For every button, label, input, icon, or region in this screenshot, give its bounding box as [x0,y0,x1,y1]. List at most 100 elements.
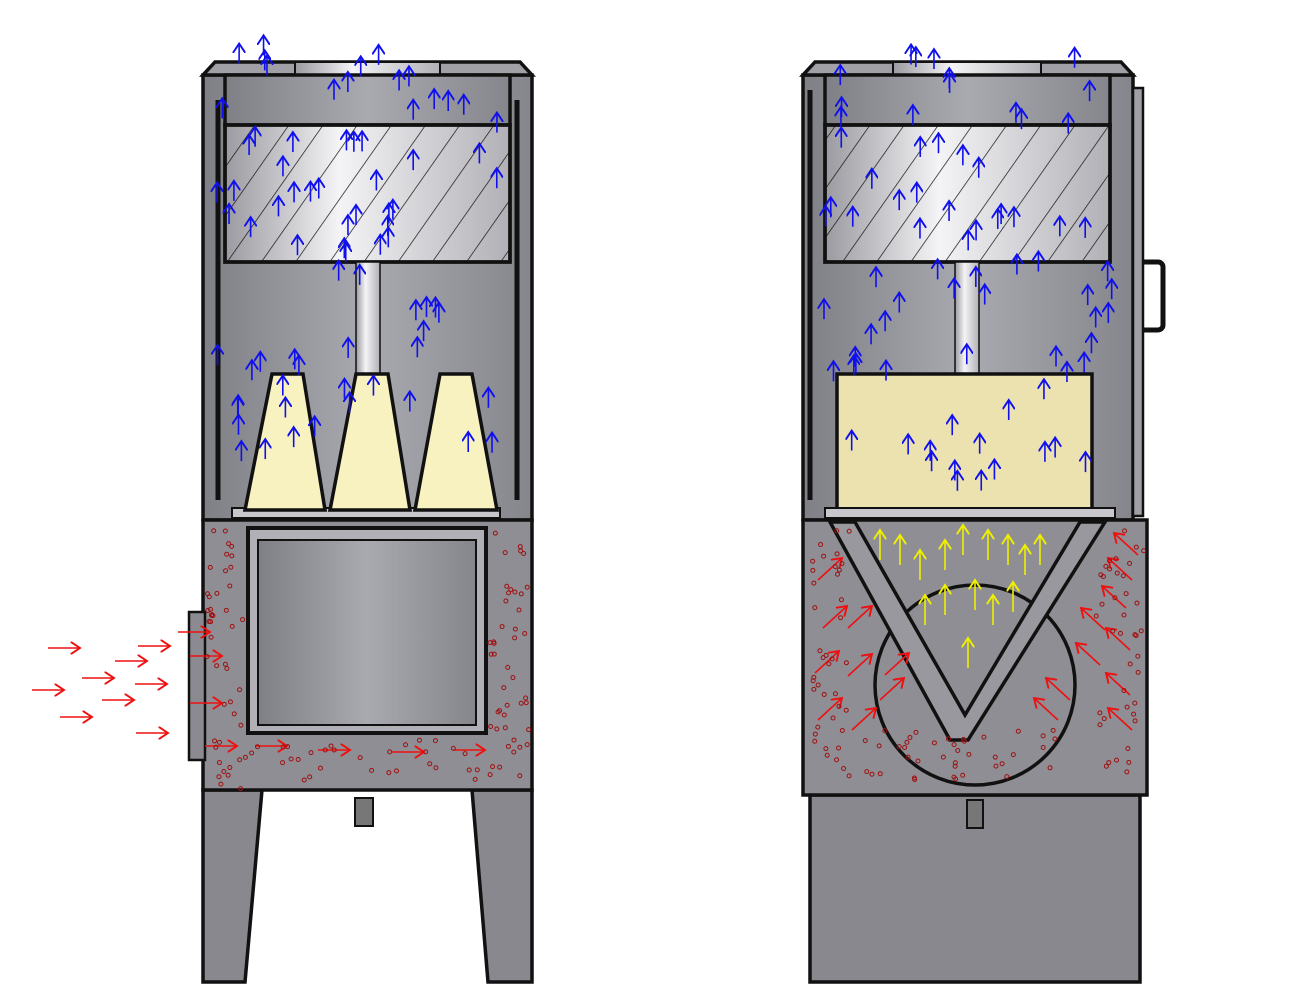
dust-particle [1124,769,1130,775]
dust-particle [1121,687,1127,693]
dust-particle [1107,558,1113,564]
dust-particle [1113,757,1119,763]
dust-particle [502,550,508,556]
dust-particle [508,587,514,593]
dust-particle [1107,566,1113,572]
dust-particle [999,761,1005,767]
dust-particle [427,761,433,767]
dust-particle [322,747,328,753]
dirty-air-arrow-icon [1108,708,1133,731]
dust-particle [1120,573,1126,579]
dust-particle [522,631,528,637]
dust-particle [905,754,911,760]
dust-particle [912,776,918,782]
dust-particle [846,528,852,534]
dust-particle [815,682,821,688]
dust-particle [229,623,235,629]
dust-particle [817,648,823,654]
dust-particle [523,700,529,706]
dust-particle [229,553,235,559]
dirty-air-arrow-icon [879,678,904,701]
dust-particle [952,760,958,766]
dust-particle [511,749,517,755]
dust-particle [1127,661,1133,667]
dust-particle [838,597,844,603]
dust-particle [516,607,522,613]
dust-particle [843,660,849,666]
dust-particle [1121,612,1127,618]
dust-particle [204,654,210,660]
dust-particle [524,584,530,590]
dust-particle [810,567,816,573]
dust-particle [1093,613,1099,619]
dust-particle [846,773,852,779]
side-door [1131,86,1145,518]
dirty-air-arrow-icon [1076,643,1101,666]
dust-particle [357,755,363,761]
dust-particle [1135,669,1141,675]
dust-particle [237,757,243,763]
dust-particle [877,771,883,777]
dust-particle [843,707,849,713]
dust-particle [386,770,392,776]
dust-particle [1047,765,1053,771]
dust-particle [907,734,913,740]
dust-particle [915,758,921,764]
filter-cone [412,372,500,512]
dust-particle [492,530,498,536]
dust-particle [521,550,527,556]
dust-particle [1132,718,1138,724]
dust-particle [317,765,323,771]
filter-plate [824,507,1116,519]
dust-particle [212,738,218,744]
dust-particle [512,626,518,632]
dust-particle [1127,560,1133,566]
dust-particle [902,745,908,751]
dust-particle [497,764,503,770]
dust-particle [205,608,211,614]
dust-particle [231,711,237,717]
dust-particle [812,738,818,744]
dust-particle [966,751,972,757]
dust-particle [931,740,937,746]
dirty-air-arrow-icon [817,558,842,581]
dust-particle [1122,528,1128,534]
dust-particle [280,760,286,766]
dust-particle [960,736,966,742]
dirty-air-arrow-icon [884,653,909,676]
dirty-air-arrow-icon [1046,678,1071,701]
dust-particle [810,558,816,564]
filter-cone [242,372,328,512]
dust-particle [491,651,497,657]
dust-particle [331,747,337,753]
dust-particle [369,767,375,773]
dust-particle [1099,601,1105,607]
dust-particle [242,754,248,760]
dust-particle [393,768,399,774]
dust-particle [1010,752,1016,758]
dust-particle [896,744,902,750]
dust-particle [834,757,840,763]
dust-particle [953,776,959,782]
dust-particle [869,771,875,777]
dust-particle [499,624,505,630]
dust-particle [518,548,524,554]
dust-particle [1004,774,1010,780]
dust-particle [225,772,231,778]
dust-particle [490,764,496,770]
dust-particle [517,773,523,779]
dust-particle [862,738,868,744]
dust-particle [227,583,233,589]
dust-particle [214,590,220,596]
dust-particle [1103,763,1109,769]
dust-particle [295,757,301,763]
dust-particle [222,661,228,667]
dust-particle [488,724,494,730]
dust-particle [512,635,518,641]
clean-air-plenum [823,73,1112,127]
dust-particle [951,742,957,748]
dust-particle [229,543,235,549]
dust-particle [524,742,530,748]
dust-particle [504,702,510,708]
